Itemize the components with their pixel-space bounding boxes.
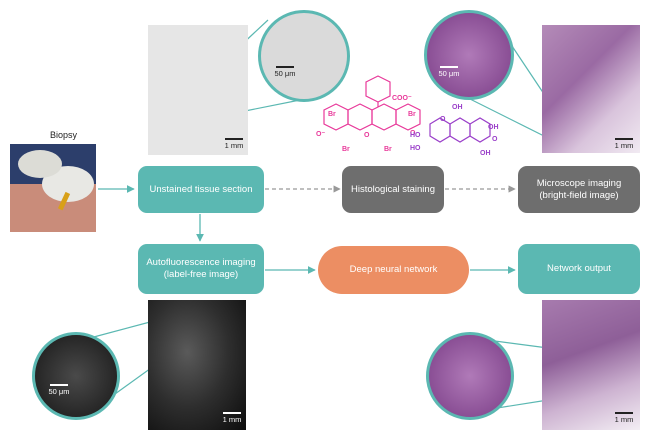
hematoxylin-structure [429,117,491,143]
microscope-imaging-box: Microscope imaging(bright-field image) [518,166,640,213]
chem-oh-2: OH [480,150,491,157]
deep-neural-network-box: Deep neural network [318,246,469,294]
scale-bar-output-full: 1 mm [612,412,636,424]
biopsy-label: Biopsy [50,130,78,140]
scale-bar-unstained-zoom: 50 μm [270,66,300,78]
chem-coo: COO⁻ [392,95,412,102]
histological-staining-box: Histological staining [342,166,444,213]
chem-oh-top: OH [452,104,463,111]
chem-o-3: O [492,136,498,143]
unstained-zoom-circle [258,10,350,102]
autofluorescence-zoom-circle [32,332,120,420]
chem-br-4: Br [384,146,392,153]
unstained-slide-image [148,25,248,155]
chem-o-2: O [410,130,416,137]
stained-zoom-circle [424,10,514,100]
biopsy-photo [10,144,96,232]
eosin-structure [323,75,421,131]
chem-ho-1: HO [410,132,421,139]
chem-ho-2: HO [410,145,421,152]
scale-bar-stained-zoom: 50 μm [434,66,464,78]
stained-slide-image [542,25,640,153]
chem-o-minus: O⁻ [316,131,326,138]
autofluorescence-imaging-box: Autofluorescence imaging(label-free imag… [138,244,264,294]
unstained-section-box: Unstained tissue section [138,166,264,213]
chem-oh-3: OH [488,124,499,131]
chem-br-2: Br [408,111,416,118]
scale-bar-autofluor-full: 1 mm [220,412,244,424]
network-output-box: Network output [518,244,640,294]
scale-bar-unstained-full: 1 mm [222,138,246,150]
output-zoom-circle [426,332,514,420]
chem-o-ring: O [440,116,446,123]
network-output-image [542,300,640,430]
chem-o-1: O [364,132,370,139]
chem-br-3: Br [342,146,350,153]
autofluorescence-image [148,300,246,430]
chem-br-1: Br [328,111,336,118]
scale-bar-autofluor-zoom: 50 μm [44,384,74,396]
scale-bar-stained-full: 1 mm [612,138,636,150]
